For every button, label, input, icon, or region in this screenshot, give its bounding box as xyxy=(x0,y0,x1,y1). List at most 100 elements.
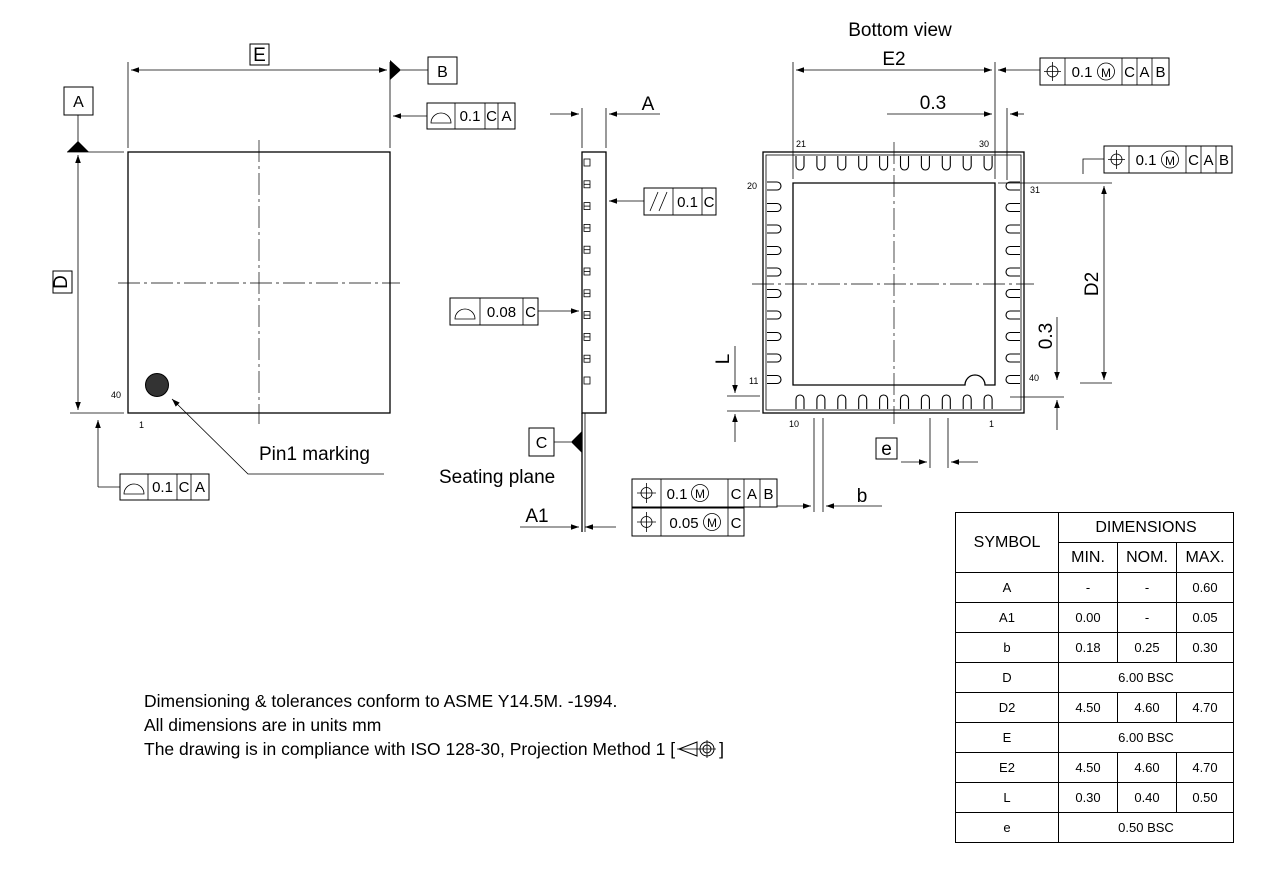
pad xyxy=(837,394,847,409)
table-cell-nom: 4.60 xyxy=(1117,752,1177,783)
fcf-datum: C xyxy=(1188,152,1199,169)
pad xyxy=(1005,353,1020,363)
projection-method-icon xyxy=(677,740,717,758)
dim-d2-label: D2 xyxy=(1082,272,1103,296)
fcf-datum: B xyxy=(1219,152,1229,169)
table-cell-symbol: e xyxy=(955,812,1059,843)
exposed-pad xyxy=(792,182,996,386)
dim-b-label: b xyxy=(857,486,868,507)
pad xyxy=(899,394,910,409)
fcf-b-lower: 0.05 M C xyxy=(631,507,745,537)
pad xyxy=(767,181,782,191)
table-cell-nom: 0.25 xyxy=(1117,632,1177,663)
table-cell-span: 6.00 BSC xyxy=(1058,662,1234,693)
pad xyxy=(767,267,782,277)
pad xyxy=(858,156,868,171)
pad xyxy=(962,394,972,409)
pad xyxy=(1005,288,1020,299)
pin-11-label: 11 xyxy=(749,376,758,386)
fcf-e2: 0.1 M C A B xyxy=(1039,57,1170,86)
fcf-modifier: M xyxy=(695,487,705,501)
dim-03-v-label: 0.3 xyxy=(1036,323,1057,349)
table-cell-max: 4.70 xyxy=(1176,692,1234,723)
pad xyxy=(858,394,868,409)
pad xyxy=(767,202,782,213)
fcf-datum: A xyxy=(747,486,757,503)
pad xyxy=(879,394,889,409)
fcf-d2: 0.1 M C A B xyxy=(1103,145,1233,174)
seating-plane-label: Seating plane xyxy=(439,467,555,488)
note-iso: The drawing is in compliance with ISO 12… xyxy=(144,738,724,760)
table-cell-min: 4.50 xyxy=(1058,752,1118,783)
table-cell-span: 6.00 BSC xyxy=(1058,722,1234,753)
pad xyxy=(1005,245,1020,256)
fcf-datum: C xyxy=(731,486,742,503)
fcf-datum: C xyxy=(525,304,536,321)
fcf-datum: C xyxy=(486,108,497,125)
table-cell-max: 0.50 xyxy=(1176,782,1234,813)
table-cell-max: 0.05 xyxy=(1176,602,1234,633)
table-cell-max: 4.70 xyxy=(1176,752,1234,783)
fcf-datum: A xyxy=(501,108,511,125)
bottom-view-title: Bottom view xyxy=(848,20,952,41)
fcf-datum: A xyxy=(1203,152,1213,169)
fcf-modifier: M xyxy=(1101,66,1111,80)
pad xyxy=(899,156,910,171)
pin-40-label: 40 xyxy=(111,390,121,400)
bottom-view: Bottom view E2 0.1 M C A B xyxy=(631,20,1233,537)
side-view: A 0.1 C 0.08 C C Seating plane A1 xyxy=(439,94,717,532)
pad xyxy=(816,156,826,171)
pad xyxy=(1005,374,1020,385)
pad xyxy=(767,288,782,299)
fcf-datum: B xyxy=(1155,64,1165,81)
fcf-value: 0.1 xyxy=(677,194,698,211)
side-pin xyxy=(583,376,591,385)
fcf-datum: C xyxy=(731,515,742,532)
note-asme: Dimensioning & tolerances conform to ASM… xyxy=(144,691,618,711)
pad xyxy=(767,353,782,363)
pad xyxy=(941,156,951,171)
pad xyxy=(941,394,951,409)
pin-1-bottom-label: 1 xyxy=(989,419,994,429)
pad xyxy=(767,331,782,342)
table-cell-nom: - xyxy=(1117,572,1177,603)
datum-a-label: A xyxy=(73,94,84,111)
table-cell-nom: 4.60 xyxy=(1117,692,1177,723)
fcf-modifier: M xyxy=(1165,154,1175,168)
pad xyxy=(816,394,826,409)
table-cell-min: 0.18 xyxy=(1058,632,1118,663)
dim-03-h-label: 0.3 xyxy=(920,93,946,114)
pad xyxy=(767,245,782,256)
dimensions-header: DIMENSIONS xyxy=(1058,512,1234,543)
package-outline-bottom xyxy=(762,151,1025,414)
fcf-value: 0.08 xyxy=(487,304,516,321)
fcf-value: 0.05 xyxy=(669,515,698,532)
pad xyxy=(795,394,805,409)
note-units: All dimensions are in units mm xyxy=(144,715,382,735)
dim-e-pitch-label: e xyxy=(881,439,892,460)
table-cell-symbol: D xyxy=(955,662,1059,693)
pin-40-bottom-label: 40 xyxy=(1029,373,1039,383)
symbol-header: SYMBOL xyxy=(955,512,1059,573)
pad xyxy=(767,374,782,385)
pad xyxy=(795,156,805,171)
pad xyxy=(1005,267,1020,277)
table-cell-symbol: A xyxy=(955,572,1059,603)
dim-l-label: L xyxy=(713,354,734,365)
table-cell-symbol: E2 xyxy=(955,752,1059,783)
datum-c-label: C xyxy=(536,435,548,452)
max-header: MAX. xyxy=(1176,542,1234,573)
fcf-b-upper: 0.1 M C A B xyxy=(631,478,778,508)
pad xyxy=(767,224,782,234)
pad xyxy=(1005,202,1020,213)
pin-10-label: 10 xyxy=(789,419,799,429)
pad xyxy=(983,156,993,171)
fcf-datum: C xyxy=(704,194,715,211)
table-cell-min: - xyxy=(1058,572,1118,603)
